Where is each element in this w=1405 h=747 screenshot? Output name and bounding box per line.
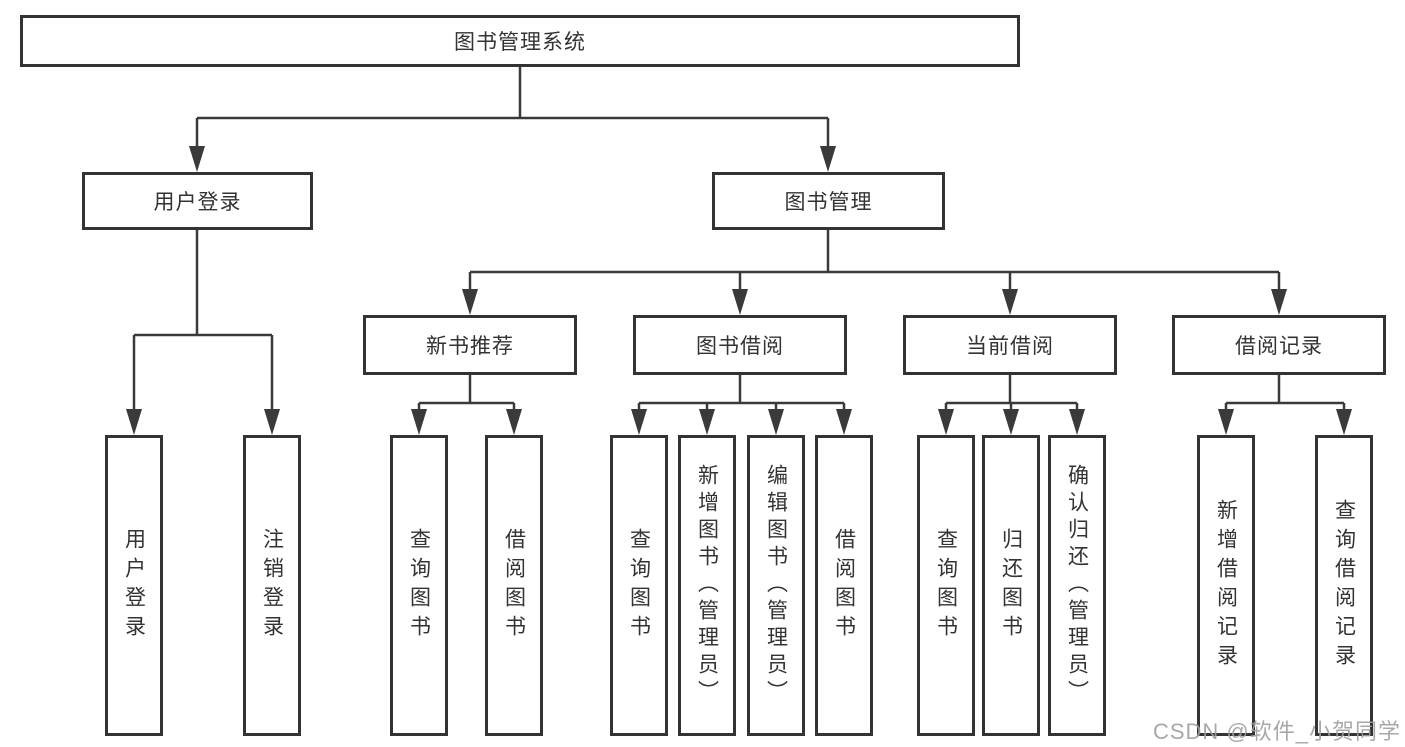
csdn-watermark: CSDN @软件_小贺同学 bbox=[1152, 719, 1401, 744]
node-label: 查询图书 bbox=[627, 527, 651, 644]
leaf-query-books-borrowing: 查询图书 bbox=[610, 435, 668, 736]
arrowheads bbox=[126, 146, 1352, 435]
node-label: 查询图书 bbox=[407, 527, 431, 644]
leaf-confirm-return-admin: 确认归还（管理员） bbox=[1048, 435, 1106, 736]
leaf-edit-books-admin: 编辑图书（管理员） bbox=[747, 435, 805, 736]
node-label: 借阅记录 bbox=[1235, 335, 1323, 358]
node-library-management-system: 图书管理系统 bbox=[20, 15, 1020, 67]
node-label: 借阅图书 bbox=[502, 527, 526, 644]
node-current-borrowing: 当前借阅 bbox=[903, 315, 1117, 375]
leaf-borrow-books: 借阅图书 bbox=[815, 435, 873, 736]
node-label: 编辑图书（管理员） bbox=[764, 464, 788, 707]
leaf-logout: 注销登录 bbox=[243, 435, 301, 736]
leaf-user-login: 用户登录 bbox=[105, 435, 163, 736]
node-book-management: 图书管理 bbox=[712, 172, 945, 230]
node-label: 图书管理 bbox=[784, 191, 873, 214]
node-label: 当前借阅 bbox=[966, 335, 1054, 358]
node-label: 借阅图书 bbox=[832, 527, 856, 644]
node-book-borrowing: 图书借阅 bbox=[633, 315, 847, 375]
node-borrowing-records: 借阅记录 bbox=[1172, 315, 1386, 375]
node-label: 查询借阅记录 bbox=[1332, 498, 1356, 673]
node-label: 用户登录 bbox=[153, 191, 242, 214]
node-label: 图书管理系统 bbox=[454, 31, 586, 54]
leaf-query-borrow-record: 查询借阅记录 bbox=[1315, 435, 1373, 736]
leaf-add-books-admin: 新增图书（管理员） bbox=[678, 435, 736, 736]
node-label: 注销登录 bbox=[260, 527, 284, 644]
leaf-return-books: 归还图书 bbox=[982, 435, 1040, 736]
node-label: 新书推荐 bbox=[426, 335, 514, 358]
node-label: 查询图书 bbox=[934, 527, 958, 644]
node-label: 确认归还（管理员） bbox=[1065, 464, 1089, 707]
node-label: 归还图书 bbox=[999, 527, 1023, 644]
node-new-book-recommend: 新书推荐 bbox=[363, 315, 577, 375]
leaf-query-books-recommend: 查询图书 bbox=[390, 435, 448, 736]
leaf-borrow-books-recommend: 借阅图书 bbox=[485, 435, 543, 736]
node-label: 新增图书（管理员） bbox=[695, 464, 719, 707]
node-label: 用户登录 bbox=[122, 527, 146, 644]
node-user-login: 用户登录 bbox=[82, 172, 313, 230]
leaf-query-books-current: 查询图书 bbox=[917, 435, 975, 736]
node-label: 图书借阅 bbox=[696, 335, 784, 358]
leaf-add-borrow-record: 新增借阅记录 bbox=[1197, 435, 1255, 736]
node-label: 新增借阅记录 bbox=[1214, 498, 1238, 673]
